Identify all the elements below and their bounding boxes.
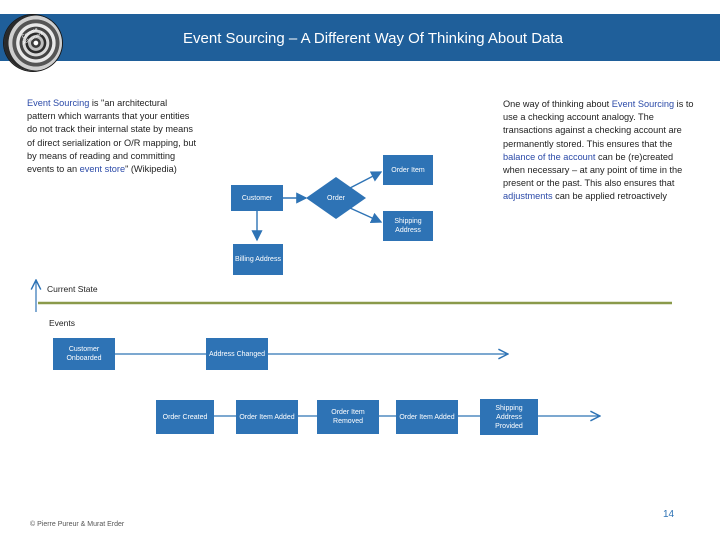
event-order-item-added: Order Item Added <box>236 400 298 434</box>
event-order-item-added-2: Order Item Added <box>396 400 458 434</box>
customer-entity: Customer <box>231 185 283 211</box>
events-label: Events <box>49 318 75 328</box>
event-shipping-address-provided: Shipping Address Provided <box>480 399 538 435</box>
order-item-entity: Order Item <box>383 155 433 185</box>
event-order-item-removed: Order Item Removed <box>317 400 379 434</box>
copyright-footer: © Pierre Pureur & Murat Erder <box>30 521 124 528</box>
billing-address-entity: Billing Address <box>233 244 283 275</box>
event-customer-onboarded: Customer Onboarded <box>53 338 115 370</box>
shipping-address-entity: Shipping Address <box>383 211 433 241</box>
current-state-label: Current State <box>47 284 98 294</box>
event-address-changed: Address Changed <box>206 338 268 370</box>
page-number: 14 <box>663 509 674 520</box>
event-order-created: Order Created <box>156 400 214 434</box>
